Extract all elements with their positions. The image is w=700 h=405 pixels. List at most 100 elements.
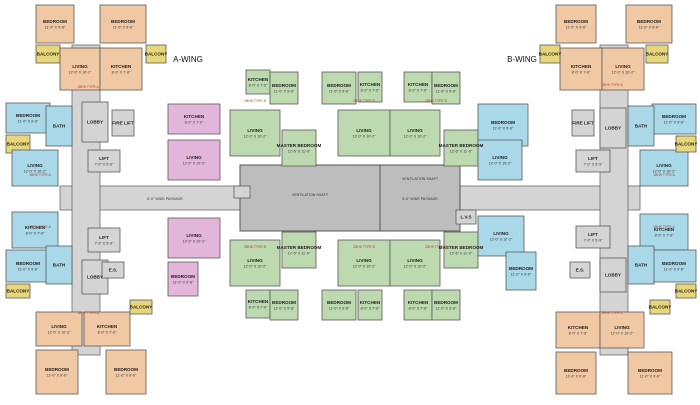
room-dim-living-34: 12'-0" X 10'-2"	[244, 265, 267, 269]
room-label-bedroom-66: BEDROOM	[638, 368, 662, 373]
room-label-lobby-76: LOBBY	[87, 275, 103, 280]
room-label-kitchen-51: KITCHEN	[571, 64, 592, 69]
room-label-lobby-74: LOBBY	[87, 120, 103, 125]
room-balcony-54	[645, 44, 669, 64]
passage-label-right: 6'-0" WIDE PASSAGE	[402, 197, 438, 201]
room-dim-bedroom-27: 11'-0" X 9'-6"	[329, 90, 350, 94]
room-label-lift-69: LIFT	[99, 156, 109, 161]
room-bedroom-39	[321, 289, 357, 321]
room-dim-bedroom-50: 11'-0" X 9'-6"	[639, 26, 660, 30]
room-bedroom-65	[555, 351, 597, 395]
room-label-balcony-5: BALCONY	[145, 52, 168, 57]
room-kitchen-43	[403, 289, 433, 321]
room-bedroom-1	[99, 4, 147, 44]
room-balcony-58	[675, 135, 697, 153]
room-label-bedroom-37: BEDROOM	[272, 300, 296, 305]
room-lvs-81	[455, 209, 477, 225]
room-balcony-53	[539, 44, 561, 64]
room-dim-lift-70: 7'-0" X 5'-9"	[584, 163, 603, 167]
room-lift-71	[575, 225, 611, 249]
room-dim-living-14: 12'-0" X 10'-2"	[48, 331, 71, 335]
room-es-79	[101, 261, 125, 279]
room-living-41	[389, 239, 441, 287]
room-label-living-25: LIVING	[247, 128, 263, 133]
room-living-52	[601, 47, 645, 91]
room-label-kitchen-30: KITCHEN	[408, 82, 429, 87]
room-label-lobby-75: LOBBY	[605, 126, 621, 131]
room-dim-bedroom-0: 11'-0" X 9'-6"	[45, 26, 66, 30]
room-dim-kitchen-43: 8'-0" X 7'-6"	[409, 307, 428, 311]
room-label-kitchen-15: KITCHEN	[97, 324, 118, 329]
room-dim-kitchen-51: 8'-0" X 7'-6"	[572, 71, 591, 75]
room-dim-bedroom-39: 11'-0" X 9'-6"	[329, 307, 350, 311]
room-label-bedroom-44: BEDROOM	[434, 300, 458, 305]
room-lift-69	[87, 149, 121, 173]
room-living-20	[167, 139, 221, 181]
unit-type-tag-2: 2BHK TYPE B	[353, 99, 376, 103]
room-label-kitchen-28: KITCHEN	[360, 82, 381, 87]
room-living-25	[229, 109, 281, 157]
room-kitchen-59	[639, 213, 689, 251]
room-label-kitchen-40: KITCHEN	[360, 300, 381, 305]
labels-layer: BEDROOM 11'-0" X 9'-6" BEDROOM 11'-0" X 9'-…	[7, 19, 698, 379]
room-bedroom-49	[555, 4, 597, 44]
ventilation-shaft-left	[239, 164, 381, 232]
room-dim-living-47: 12'-0" X 10'-2"	[490, 238, 513, 242]
room-bedroom-37	[269, 289, 299, 321]
room-kitchen-28	[357, 71, 383, 103]
room-label-bedroom-22: BEDROOM	[171, 274, 195, 279]
room-label-bedroom-48: BEDROOM	[509, 266, 533, 271]
room-master_bedroom-26	[281, 129, 317, 167]
room-dim-lift-68: 7'-0" X 5'-9"	[95, 242, 114, 246]
room-bedroom-24	[269, 71, 299, 105]
room-label-bedroom-17: BEDROOM	[114, 367, 138, 372]
room-dim-bedroom-11: 11'-0" X 9'-6"	[18, 268, 39, 272]
room-dim-kitchen-40: 8'-0" X 7'-6"	[361, 307, 380, 311]
room-kitchen-4	[99, 47, 143, 91]
room-fire_lift-73	[571, 109, 595, 137]
room-living-47	[477, 215, 525, 257]
room-label-balcony-2: BALCONY	[37, 52, 60, 57]
room-label-balcony-18: BALCONY	[130, 305, 153, 310]
room-dim-kitchen-4: 8'-0" X 7'-6"	[112, 71, 131, 75]
room-label-balcony-62: BALCONY	[675, 289, 698, 294]
room-balcony-12	[5, 283, 31, 299]
room-label-kitchen-10: KITCHEN	[25, 225, 46, 230]
room-label-living-14: LIVING	[51, 324, 67, 329]
room-label-master_bedroom-35: MASTER BEDROOM	[277, 245, 322, 250]
room-dim-bedroom-22: 11'-0" X 9'-6"	[173, 281, 194, 285]
unit-type-tag-5: 2BHK TYPE B	[353, 245, 376, 249]
room-label-bedroom-60: BEDROOM	[662, 261, 686, 266]
room-living-32	[389, 109, 441, 157]
room-label-fire_lift-73: FIRE LIFT	[572, 121, 594, 126]
room-label-kitchen-63: KITCHEN	[568, 325, 589, 330]
room-dim-master_bedroom-35: 12'-6" X 11'-0"	[288, 252, 311, 256]
room-bath-57	[627, 105, 655, 147]
room-dim-kitchen-10: 8'-0" X 7'-6"	[26, 232, 45, 236]
room-label-fire_lift-72: FIRE LIFT	[112, 121, 134, 126]
room-dim-living-38: 12'-0" X 10'-2"	[353, 265, 376, 269]
shaft-label-left: VENTILATION SHAFT	[292, 193, 329, 197]
room-living-8	[11, 149, 59, 187]
room-label-living-46: LIVING	[492, 155, 508, 160]
room-label-bedroom-11: BEDROOM	[16, 261, 40, 266]
room-dim-bedroom-49: 11'-0" X 9'-6"	[566, 26, 587, 30]
room-dim-bedroom-55: 11'-0" X 9'-6"	[664, 121, 685, 125]
room-living-21	[167, 217, 221, 259]
room-label-living-32: LIVING	[407, 128, 423, 133]
room-label-bedroom-49: BEDROOM	[564, 19, 588, 24]
unit-type-tag-6: 2BHK TYPE B	[425, 245, 448, 249]
room-living-64	[599, 311, 645, 349]
room-bedroom-22	[167, 261, 199, 297]
room-living-38	[337, 239, 391, 287]
room-label-bedroom-50: BEDROOM	[637, 19, 661, 24]
room-label-bath-57: BATH	[635, 124, 648, 129]
room-dim-living-32: 12'-0" X 10'-2"	[404, 135, 427, 139]
room-dim-living-21: 12'-0" X 10'-2"	[183, 240, 206, 244]
room-balcony-5	[145, 44, 167, 64]
room-living-34	[229, 239, 281, 287]
room-living-3	[59, 47, 101, 91]
room-label-balcony-58: BALCONY	[675, 142, 698, 147]
room-dim-kitchen-23: 8'-0" X 7'-6"	[249, 84, 268, 88]
